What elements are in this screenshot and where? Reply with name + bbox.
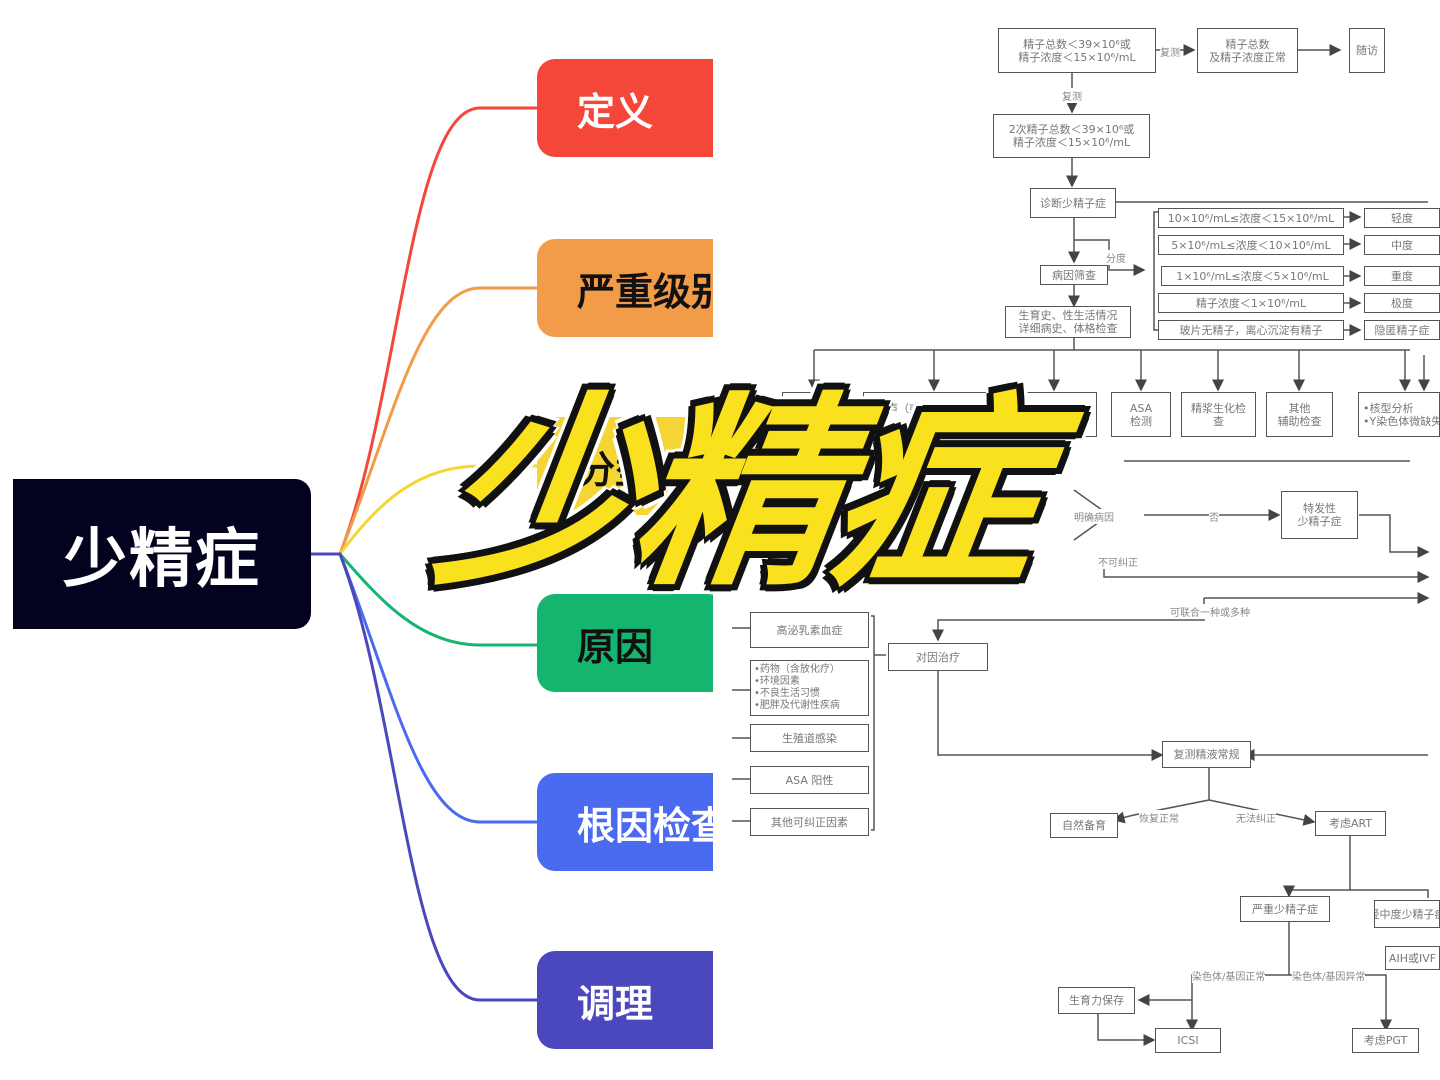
result-moderate: 中度 <box>1364 235 1440 255</box>
connector-definition <box>311 106 540 556</box>
box-grade-cryptozoospermia: 玻片无精子，离心沉淀有精子 <box>1158 320 1344 340</box>
box-idiopathic: 特发性 少精子症 <box>1281 491 1358 539</box>
box-aih-ivf: AIH或IVF <box>1385 946 1440 970</box>
connector-root-check <box>338 553 540 824</box>
cause-infection: 生殖道感染 <box>750 724 869 752</box>
branch-type[interactable]: 分型 <box>537 417 713 515</box>
box-consider-art: 考虑ART <box>1315 811 1386 836</box>
box-second-test: 2次精子总数＜39×10⁶或 精子浓度＜15×10⁶/mL <box>993 114 1150 158</box>
box-recheck-semen: 复测精液常规 <box>1162 741 1251 768</box>
cause-hyperprolactinemia: 高泌乳素血症 <box>750 612 869 648</box>
test-endocrine: 内分泌 <box>782 392 842 437</box>
label-recheck: 复测 <box>1160 44 1180 59</box>
root-node[interactable]: 少精症 <box>13 479 311 629</box>
box-cause-screening: 病因筛查 <box>1040 265 1108 285</box>
cause-asa-positive: ASA 阳性 <box>750 766 869 794</box>
box-natural-conception: 自然备育 <box>1050 813 1118 838</box>
box-severe-oligo: 严重少精子症 <box>1240 896 1330 922</box>
label-grade: 分度 <box>1106 250 1126 265</box>
label-chrom-normal: 染色体/基因正常 <box>1192 968 1266 983</box>
cause-lifestyle: •药物（含放化疗） •环境因素 •不良生活习惯 •肥胖及代谢性疾病 <box>750 660 869 716</box>
label-clear-cause: 明确病因 <box>1074 509 1114 524</box>
box-history: 生育史、性生活情况 详细病史、体格检查 <box>1005 306 1131 338</box>
test-biochem: 精浆生化检 查 <box>1181 392 1256 437</box>
label-combine: 可联合一种或多种 <box>1170 604 1250 619</box>
box-icsi: ICSI <box>1155 1028 1221 1053</box>
label-uncorrectable: 不可纠正 <box>1098 554 1138 569</box>
box-mild-moderate-oligo: 轻中度少精子症 <box>1374 900 1440 928</box>
connector-severity <box>338 286 540 555</box>
result-mild: 轻度 <box>1364 208 1440 228</box>
connector-cause <box>338 553 540 647</box>
test-ultrasound: 超声（或其他影像学） 检查 <box>863 392 999 437</box>
mind-map-connectors <box>311 106 540 1002</box>
connector-type <box>338 464 540 555</box>
connector-regulate <box>311 552 540 1002</box>
overlay-title: 少精症 <box>423 376 1048 614</box>
branch-regulate[interactable]: 调理 <box>537 951 713 1049</box>
label-recovered: 恢复正常 <box>1139 810 1179 825</box>
box-normal: 精子总数 及精子浓度正常 <box>1197 28 1298 73</box>
box-initial-test: 精子总数＜39×10⁶或 精子浓度＜15×10⁶/mL <box>998 28 1156 73</box>
branch-cause[interactable]: 原因 <box>537 594 713 692</box>
cause-other-correctable: 其他可纠正因素 <box>750 808 869 836</box>
label-chrom-abnormal: 染色体/基因异常 <box>1292 968 1366 983</box>
box-diagnosis: 诊断少精子症 <box>1030 188 1116 218</box>
test-asa: ASA 检测 <box>1111 392 1171 437</box>
result-extreme: 极度 <box>1364 293 1440 313</box>
mind-map: 少精症 定义 严重级别 分型 原因 根因检查 调理 <box>13 59 713 1049</box>
branch-definition[interactable]: 定义 <box>537 59 713 157</box>
label-no: 否 <box>1209 509 1219 524</box>
branch-root-check[interactable]: 根因检查 <box>537 773 713 871</box>
box-consider-pgt: 考虑PGT <box>1352 1028 1419 1053</box>
box-grade-moderate: 5×10⁶/mL≤浓度＜10×10⁶/mL <box>1158 235 1344 255</box>
box-grade-extreme: 精子浓度＜1×10⁶/mL <box>1158 293 1344 313</box>
test-karyotype: •核型分析 •Y染色体微缺失 <box>1358 392 1440 437</box>
branch-severity[interactable]: 严重级别 <box>537 239 713 337</box>
result-cryptozoospermia: 隐匿精子症 <box>1364 320 1440 340</box>
box-targeted-treatment: 对因治疗 <box>888 643 988 671</box>
result-severe: 重度 <box>1364 266 1440 286</box>
test-semen: 精液 检查 <box>1009 392 1097 437</box>
test-other: 其他 辅助检查 <box>1266 392 1333 437</box>
box-fertility-preservation: 生育力保存 <box>1058 987 1135 1014</box>
flowchart: 精子总数＜39×10⁶或 精子浓度＜15×10⁶/mL 精子总数 及精子浓度正常… <box>714 0 1440 1080</box>
label-recheck-2: 复测 <box>1062 88 1082 103</box>
flowchart-lines <box>732 44 1430 1046</box>
box-grade-mild: 10×10⁶/mL≤浓度＜15×10⁶/mL <box>1158 208 1344 228</box>
label-cannot-correct: 无法纠正 <box>1236 810 1276 825</box>
box-grade-severe: 1×10⁶/mL≤浓度＜5×10⁶/mL <box>1161 266 1344 286</box>
box-follow-up: 随访 <box>1349 28 1385 73</box>
